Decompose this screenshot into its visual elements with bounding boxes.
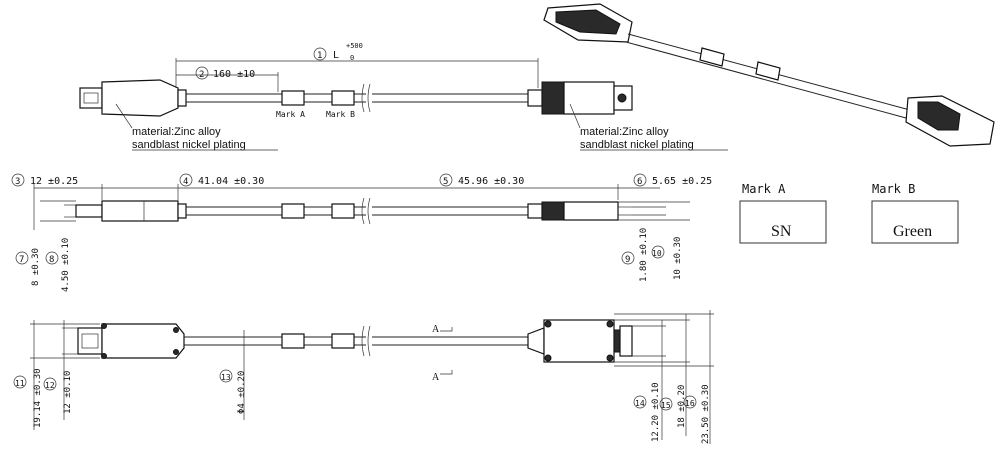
dim-9-number: 9 (625, 255, 630, 265)
dim-10-number: 10 (652, 249, 662, 258)
dim-13-number: 13 (221, 373, 231, 382)
dim-14-text: 12.20 ±0.10 (651, 382, 661, 442)
dim-6-text: 5.65 ±0.25 (652, 176, 712, 187)
right-side-body (563, 201, 619, 221)
dim-5-text: 45.96 ±0.30 (458, 176, 524, 187)
dim-2-number: 2 (199, 70, 204, 80)
dim-16-text: 23.50 ±0.30 (701, 384, 711, 444)
usb-overmold (101, 79, 179, 117)
dim-11-number: 11 (15, 379, 25, 388)
mark-b-sleeve (331, 90, 355, 106)
dim-9-text: 1.80 ±0.10 (639, 228, 649, 282)
dim-14-number: 14 (635, 399, 645, 408)
mark-a-title: Mark A (742, 182, 786, 196)
usb-plug-tip (79, 87, 103, 109)
section-a-top: A (432, 324, 440, 335)
mark-a-value: SN (771, 223, 792, 240)
right-bottom-body (543, 319, 615, 363)
dim-1-number: 1 (317, 51, 322, 61)
bottom-view: A A 19.14 ±0.30 11 12 ±0.10 12 Φ4 ±0.20 … (13, 310, 714, 444)
mark-a-label: Mark A (276, 110, 305, 119)
usb-bottom-body (101, 323, 185, 359)
dim-7-text: 8 ±0.30 (31, 248, 41, 286)
dim-3-text: 12 ±0.25 (30, 176, 78, 187)
dim-12-text: 12 ±0.10 (63, 371, 73, 414)
material-left-line2: sandblast nickel plating (132, 139, 246, 151)
dim-10-text: 10 ±0.30 (673, 237, 683, 280)
mark-boxes: Mark A SN Mark B Green (739, 182, 959, 244)
dim-7-number: 7 (19, 255, 24, 265)
top-view: Mark A Mark B 1 L +500 0 2 160 ±10 mater… (79, 42, 728, 151)
material-left-line1: material:Zinc alloy (132, 126, 221, 138)
perspective-view (543, 3, 995, 147)
mark-b-label: Mark B (326, 110, 355, 119)
material-right-line2: sandblast nickel plating (580, 139, 694, 151)
dim-1-tol-upper: +500 (346, 42, 363, 50)
dim-12-number: 12 (45, 381, 55, 390)
dim-13-text: Φ4 ±0.20 (237, 371, 247, 414)
dim-1-tol-lower: 0 (350, 54, 354, 62)
dim-3-number: 3 (15, 177, 20, 187)
dim-15-number: 15 (661, 401, 671, 410)
right-connector-body (563, 81, 615, 115)
dim-16-number: 16 (685, 399, 695, 408)
dim-5-number: 5 (443, 177, 448, 187)
right-connector-dark (541, 81, 565, 115)
dim-15-text: 18 ±0.20 (677, 385, 687, 428)
usb-side-body (101, 200, 179, 222)
dim-6-number: 6 (637, 177, 642, 187)
dim-8-text: 4.50 ±0.10 (61, 238, 71, 292)
mark-a-sleeve (281, 90, 305, 106)
dim-11-text: 19.14 ±0.30 (33, 368, 43, 428)
mark-b-box (871, 200, 959, 244)
mark-b-value: Green (893, 223, 932, 240)
mark-b-title: Mark B (872, 182, 915, 196)
dim-2-text: 160 ±10 (213, 69, 255, 80)
dim-4-text: 41.04 ±0.30 (198, 176, 264, 187)
side-view: 3 12 ±0.25 4 41.04 ±0.30 5 45.96 ±0.30 6… (11, 173, 712, 292)
dim-8-number: 8 (49, 255, 54, 265)
dim-4-number: 4 (183, 177, 188, 187)
material-right-line1: material:Zinc alloy (580, 126, 669, 138)
section-a-bottom: A (432, 372, 440, 383)
dim-1-text: L (333, 50, 339, 61)
mark-a-box (739, 200, 827, 244)
